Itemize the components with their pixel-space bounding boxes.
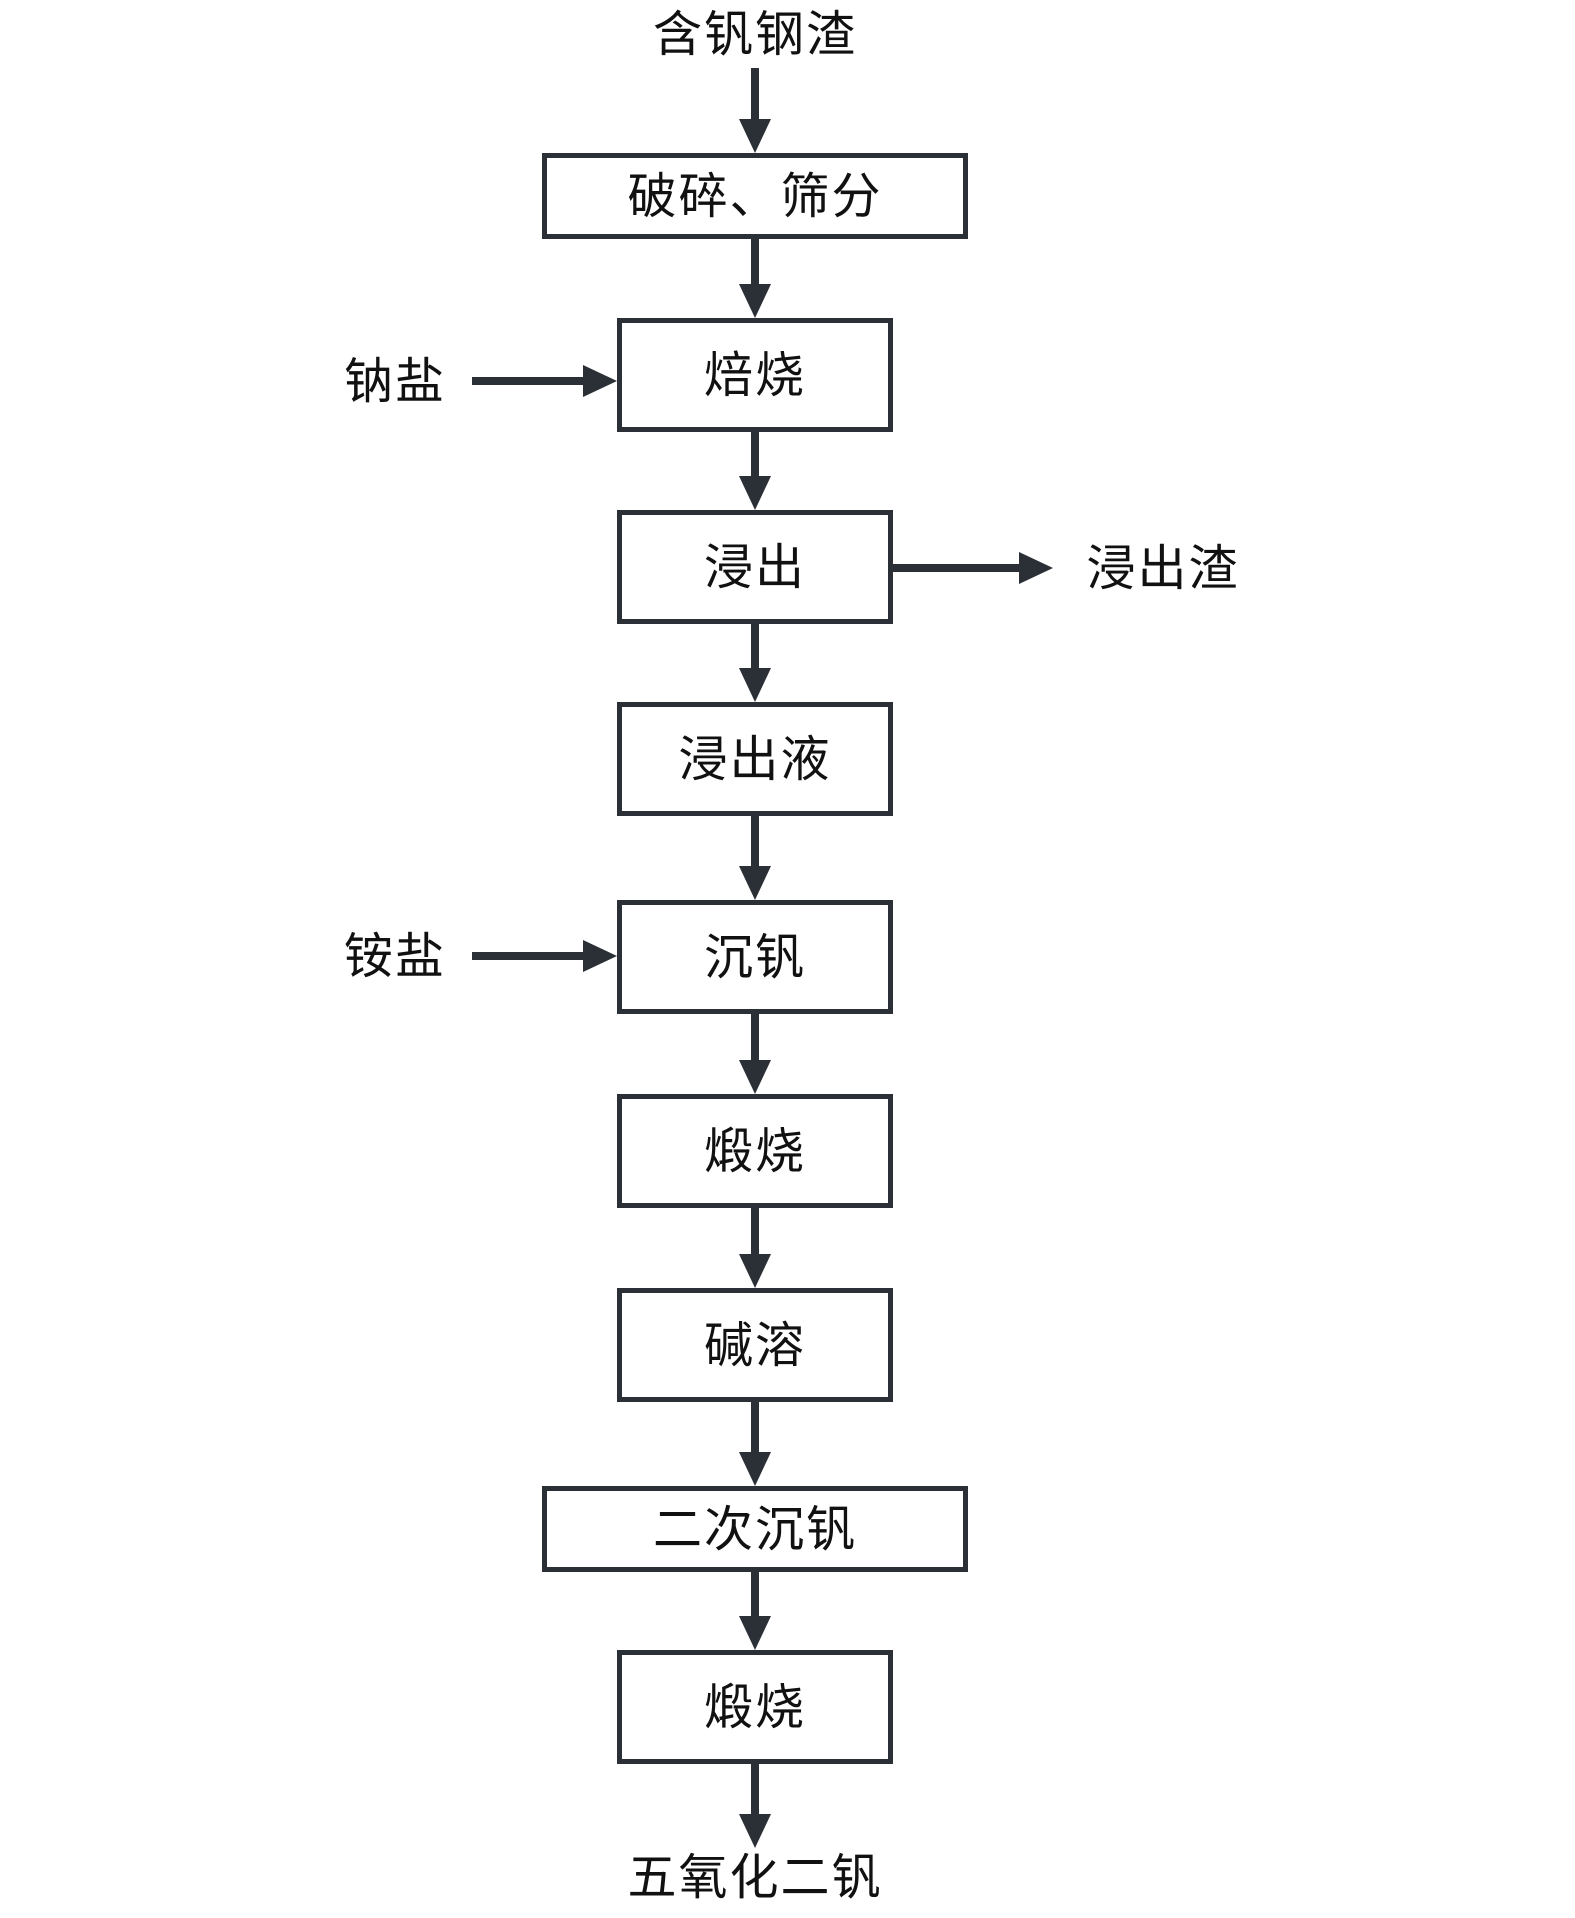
node-vanadium-precipitation[interactable]: 沉钒 <box>617 900 893 1014</box>
node-roasting[interactable]: 焙烧 <box>617 318 893 432</box>
node-leachate[interactable]: 浸出液 <box>617 702 893 816</box>
output-label-vanadium-pentoxide: 五氧化二钒 <box>627 1848 883 1906</box>
node-label: 沉钒 <box>703 928 806 986</box>
node-second-vanadium-precipitation[interactable]: 二次沉钒 <box>542 1486 968 1572</box>
node-label: 焙烧 <box>703 346 806 404</box>
node-label: 破碎、筛分 <box>627 167 883 225</box>
node-label: 煅烧 <box>703 1122 806 1180</box>
node-calcination-second[interactable]: 煅烧 <box>617 1650 893 1764</box>
node-label: 煅烧 <box>703 1678 806 1736</box>
node-leaching[interactable]: 浸出 <box>617 510 893 624</box>
input-label-feedstock: 含钒钢渣 <box>652 5 857 63</box>
node-calcination-first[interactable]: 煅烧 <box>617 1094 893 1208</box>
node-label: 浸出液 <box>678 730 832 788</box>
node-label: 二次沉钒 <box>652 1500 857 1558</box>
input-label-ammonium-salt: 铵盐 <box>343 927 446 985</box>
output-label-leach-residue: 浸出渣 <box>1086 539 1240 597</box>
node-crushing-screening[interactable]: 破碎、筛分 <box>542 153 968 239</box>
node-label: 浸出 <box>703 538 806 596</box>
node-label: 碱溶 <box>703 1316 806 1374</box>
node-alkali-dissolution[interactable]: 碱溶 <box>617 1288 893 1402</box>
input-label-sodium-salt: 钠盐 <box>343 352 446 410</box>
